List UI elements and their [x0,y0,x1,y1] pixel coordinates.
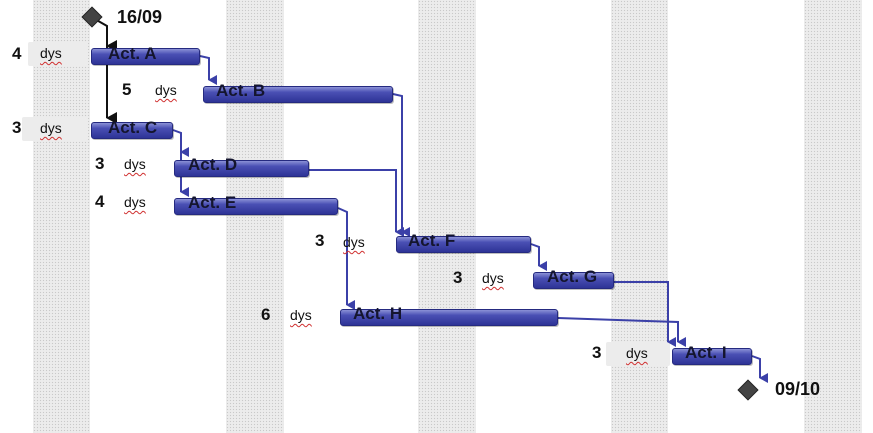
bar-label-act-h: Act. H [353,304,403,323]
bar-act-i[interactable] [672,348,752,365]
bar-label-act-i: Act. I [685,343,727,362]
duration-unit-act-b: dys [155,82,177,98]
weekend-shading [418,0,476,433]
link-e-h [337,207,355,310]
bar-label-act-c: Act. C [108,118,158,137]
duration-act-c: 3 [12,118,22,137]
bar-act-a[interactable] [91,48,200,65]
duration-box [28,42,88,66]
weekend-shading [804,0,862,433]
duration-unit-act-d: dys [124,156,146,172]
duration-unit-act-f: dys [343,234,365,250]
duration-unit-act-g: dys [482,270,504,286]
link-c-d [172,129,189,157]
bar-label-act-g: Act. G [547,267,598,286]
link-d-f [309,169,404,237]
start-milestone-label: 16/09 [117,7,163,27]
duration-box [606,342,670,366]
duration-box [22,117,88,141]
end-milestone-icon [737,379,759,401]
link-i-end [751,355,768,383]
bar-act-e[interactable] [174,198,338,215]
duration-act-b: 5 [122,80,132,99]
bar-act-d[interactable] [174,160,309,177]
link-a-b [199,55,217,85]
bar-act-b[interactable] [203,86,393,103]
bar-label-act-f: Act. F [408,231,456,250]
duration-unit-act-h: dys [290,307,312,323]
bar-act-g[interactable] [533,272,614,289]
bar-act-f[interactable] [396,236,531,253]
link-h-i [557,317,686,347]
start-milestone-icon [81,6,103,28]
bar-label-act-a: Act. A [108,44,157,63]
duration-act-e: 4 [95,192,105,211]
bar-act-c[interactable] [91,122,173,139]
duration-act-i: 3 [592,343,602,362]
link-f-g [530,243,547,271]
duration-unit-act-c: dys [40,120,62,136]
weekend-shading [226,0,284,433]
duration-unit-act-e: dys [124,194,146,210]
duration-unit-act-i: dys [626,345,648,361]
link-b-f [392,93,410,237]
bar-act-h[interactable] [340,309,558,326]
duration-act-h: 6 [261,305,271,324]
duration-act-d: 3 [95,154,105,173]
link-g-i [614,281,676,347]
bar-label-act-d: Act. D [188,155,238,174]
weekend-shading [33,0,90,433]
bar-label-act-e: Act. E [188,193,237,212]
duration-unit-act-a: dys [40,45,62,61]
duration-act-a: 4 [12,44,22,63]
end-milestone-label: 09/10 [775,379,821,399]
duration-act-g: 3 [453,268,463,287]
bar-label-act-b: Act. B [216,81,266,100]
duration-act-f: 3 [315,231,325,250]
